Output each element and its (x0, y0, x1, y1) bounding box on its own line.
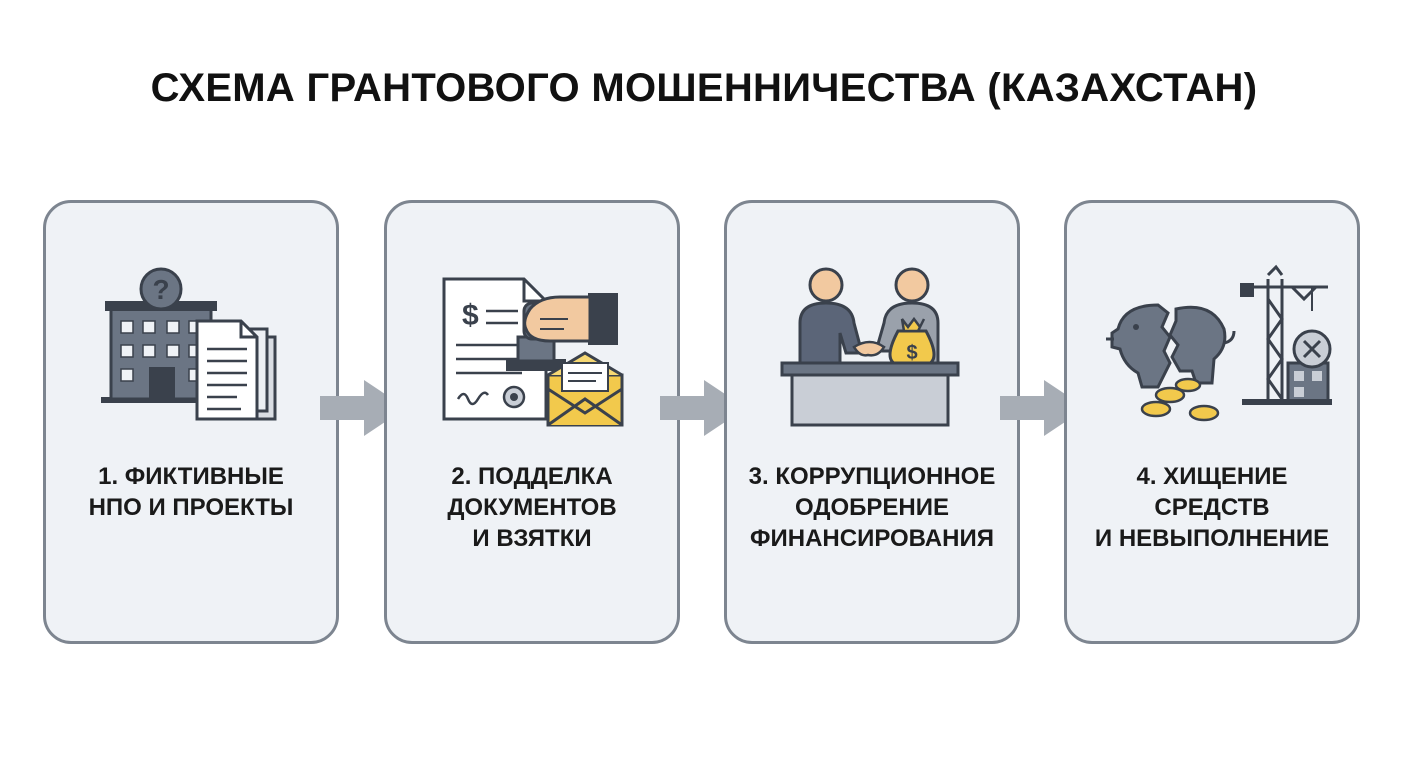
step-card-2: $ 2. ПОДДЕЛ (384, 200, 680, 644)
step-label-1: 1. ФИКТИВНЫЕ НПО И ПРОЕКТЫ (88, 463, 294, 521)
step-card-1: ? 1. ФИКТИВНЫЕ НПО И ПРОЕКТЫ (43, 200, 339, 644)
step-label-3: 3. КОРРУПЦИОННОЕ ОДОБРЕНИЕ ФИНАНСИРОВАНИ… (748, 463, 996, 552)
diagram-title: СХЕМА ГРАНТОВОГО МОШЕННИЧЕСТВА (КАЗАХСТА… (150, 66, 1258, 110)
step-card-4: 4. ХИЩЕНИЕ СРЕДСТВ И НЕВЫПОЛНЕНИЕ (1064, 200, 1360, 644)
step-label-4: 4. ХИЩЕНИЕ СРЕДСТВ И НЕВЫПОЛНЕНИЕ (1094, 463, 1330, 552)
svg-text:?: ? (152, 274, 169, 305)
corrupt-handshake-icon: $ (727, 259, 1017, 439)
fake-ngo-building-icon: ? (46, 259, 336, 439)
embezzlement-icon (1067, 259, 1357, 439)
step-card-3: $ 3. КОРРУПЦИОННОЕ ОДОБРЕНИЕ ФИНАНСИРОВА… (724, 200, 1020, 644)
step-label-2: 2. ПОДДЕЛКА ДОКУМЕНТОВ И ВЗЯТКИ (447, 463, 617, 552)
forged-documents-bribe-icon: $ (387, 259, 677, 439)
svg-text:$: $ (906, 342, 917, 364)
svg-text:$: $ (462, 299, 479, 332)
